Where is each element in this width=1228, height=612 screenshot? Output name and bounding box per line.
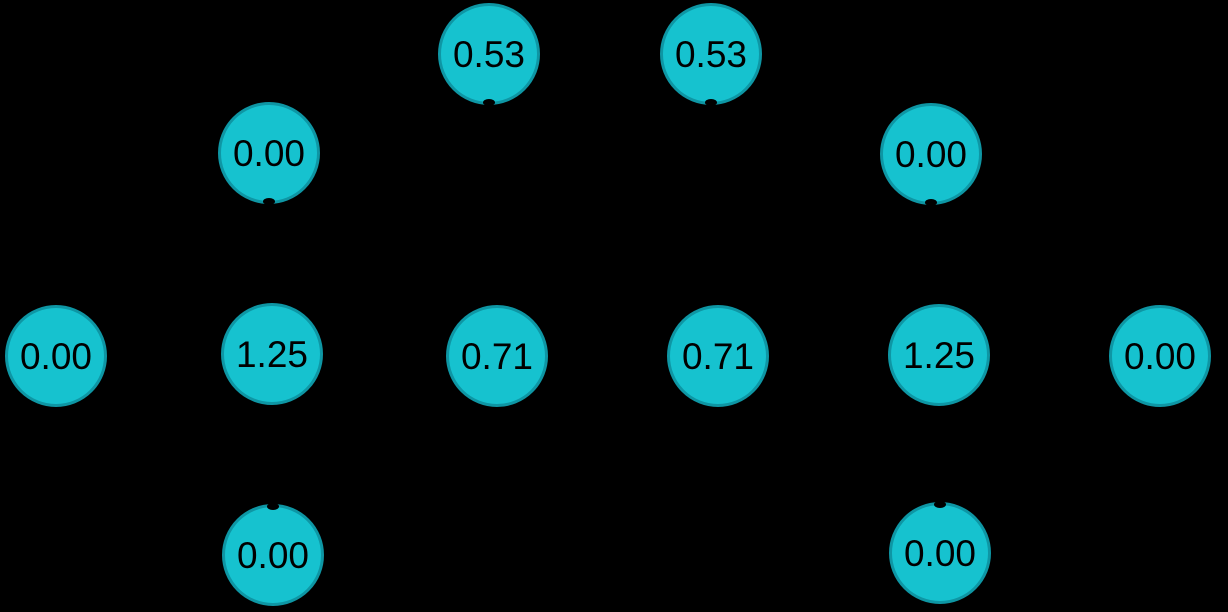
graph-node: 0.00 xyxy=(889,501,991,604)
graph-node: 0.00 xyxy=(1109,305,1211,407)
node-value-label: 0.71 xyxy=(460,335,533,377)
edge-stub-mark xyxy=(934,501,946,508)
graph-node: 0.00 xyxy=(880,103,982,206)
graph-node: 0.71 xyxy=(446,305,548,407)
node-value-label: 1.25 xyxy=(235,333,308,375)
graph-node: 0.53 xyxy=(660,3,762,106)
edge-stub-mark xyxy=(925,199,937,206)
node-value-label: 0.00 xyxy=(236,534,309,576)
edge-stub-mark xyxy=(483,99,495,106)
node-value-label: 0.00 xyxy=(903,532,976,574)
node-value-label: 0.00 xyxy=(19,335,92,377)
node-value-label: 0.00 xyxy=(232,132,305,174)
graph-node: 0.53 xyxy=(438,3,540,106)
edge-stub-mark xyxy=(263,198,275,205)
node-value-label: 1.25 xyxy=(902,334,975,376)
graph-node: 0.00 xyxy=(5,305,107,407)
node-value-label: 0.00 xyxy=(894,133,967,175)
graph-node: 1.25 xyxy=(888,304,990,406)
graph-node: 1.25 xyxy=(221,303,323,405)
node-value-label: 0.53 xyxy=(452,33,525,75)
node-value-label: 0.00 xyxy=(1123,335,1196,377)
node-value-label: 0.53 xyxy=(674,33,747,75)
edge-stub-mark xyxy=(705,99,717,106)
graph-node: 0.00 xyxy=(218,102,320,205)
node-value-label: 0.71 xyxy=(681,335,754,377)
edge-stub-mark xyxy=(267,503,279,510)
graph-node: 0.71 xyxy=(667,305,769,407)
graph-node: 0.00 xyxy=(222,503,324,606)
